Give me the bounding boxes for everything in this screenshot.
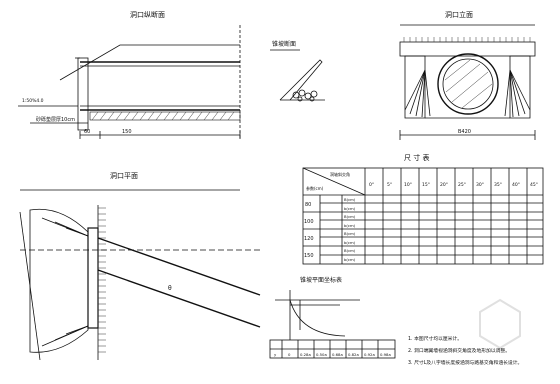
cone-plan-cell: 0.50a: [316, 352, 327, 357]
dimension-table-title: 尺 寸 表: [404, 153, 429, 162]
elevation-view: 洞口立面 B420: [399, 10, 536, 140]
cone-rubble: [292, 89, 318, 102]
param-label: b(cm): [344, 240, 356, 245]
cone-plan-cell: 0.92a: [364, 352, 375, 357]
right-cone-fan: [504, 69, 531, 118]
cone-plan-cell: 0: [288, 352, 291, 357]
plan-headwall: [87, 227, 99, 329]
cone-plan-cols: [281, 340, 379, 358]
note-item: 2. 洞口端翼墙视涵洞斜交角度及地形加以调整。: [408, 347, 510, 354]
param-label: b(cm): [344, 223, 356, 228]
plan-embankment-hatch: [97, 205, 106, 360]
param-label: B(cm): [344, 248, 356, 253]
diameter-label: 120: [304, 236, 314, 242]
param-label: B(cm): [344, 214, 356, 219]
note-item: 3. 尺寸L及八字墙长度按涵洞与路基交角和涵长设计。: [408, 359, 522, 366]
cone-plan-cell: 0.98a: [380, 352, 391, 357]
dimension-table: 尺 寸 表 参数(cm) 洞轴斜交角 0° 5° 10° 15° 20°: [302, 153, 544, 265]
plan-fan-lines: [41, 217, 89, 347]
cone-section: 锥坡断面: [270, 40, 325, 102]
plan-title: 洞口平面: [110, 171, 138, 180]
angle-header: 0°: [369, 182, 374, 188]
param-label: b(cm): [344, 206, 356, 211]
param-label: b(cm): [344, 257, 356, 262]
plan-pipe-bottom: [97, 269, 261, 328]
dim-a: 60: [84, 129, 90, 135]
diameter-label: 150: [304, 253, 314, 259]
cone-plan-cells: y 0 0.28a 0.50a 0.68a 0.82a 0.92a 0.98a: [274, 352, 391, 357]
elevation-width-label: B420: [458, 129, 471, 135]
angle-header: 45°: [530, 182, 538, 188]
dimension-table-frame: [302, 167, 544, 265]
dim-b: 150: [122, 129, 132, 135]
diameter-label: 80: [305, 202, 311, 208]
diameter-label: 100: [304, 219, 314, 225]
road-hatch: [403, 37, 531, 42]
cone-plan-curve: [289, 299, 346, 337]
plan-view: 洞口平面 θ: [19, 171, 261, 361]
cone-plan-cell: 0.82a: [348, 352, 359, 357]
cone-slope: [279, 59, 323, 101]
pipe-inner-circle: [442, 58, 494, 110]
cone-section-title: 锥坡断面: [272, 40, 296, 48]
angle-header: 20°: [440, 182, 448, 188]
angle-header: 35°: [494, 182, 502, 188]
angle-header: 10°: [404, 182, 412, 188]
plan-angle-label: θ: [168, 285, 172, 292]
dim-table-row-label: 参数(cm): [306, 185, 324, 191]
pipe-outer-circle: [437, 53, 499, 115]
cone-plan-title: 锥坡平面坐标表: [300, 276, 342, 284]
plan-road-edge: [19, 211, 41, 361]
bedding-hatch: [91, 111, 235, 121]
watermark: [479, 298, 521, 350]
cone-plan-cell: 0.68a: [332, 352, 343, 357]
dim-table-rows: [303, 202, 543, 256]
angle-header: 40°: [512, 182, 520, 188]
pipe-hatch: [444, 59, 493, 109]
cone-plan-cell: 0.28a: [300, 352, 311, 357]
note-item: 1. 本图尺寸均以厘米计。: [408, 335, 462, 342]
param-label: B(cm): [344, 231, 356, 236]
angle-header: 15°: [422, 182, 430, 188]
dim-table-diameters: 80 100 120 150: [304, 202, 314, 259]
road-surface: [399, 41, 536, 57]
left-cone-fan: [404, 69, 431, 118]
elevation-title: 洞口立面: [445, 10, 473, 19]
angle-header: 5°: [387, 182, 392, 188]
bedding-label: 砂砾垫层厚10cm: [36, 116, 75, 123]
param-label: B(cm): [344, 197, 356, 202]
right-wing-wall: [509, 55, 531, 119]
longitudinal-section: 洞口纵断面 1:50%4.0 砂砾垫层厚10cm 60 150: [18, 10, 241, 140]
longitudinal-section-title: 洞口纵断面: [130, 10, 165, 19]
cone-plan-table: 锥坡平面坐标表 y 0 0.28a 0.50a 0.68a 0.82a 0.92…: [269, 276, 396, 359]
notes: 1. 本图尺寸均以厘米计。 2. 洞口端翼墙视涵洞斜交角度及地形加以调整。 3.…: [408, 335, 522, 366]
angle-header: 25°: [458, 182, 466, 188]
dim-table-diagonal: [302, 167, 366, 196]
embankment-outline: [59, 44, 240, 81]
dim-table-param-labels: B(cm) b(cm) B(cm) b(cm) B(cm) b(cm) B(cm…: [344, 197, 356, 262]
angle-header: 30°: [476, 182, 484, 188]
slope-label: 1:50%4.0: [22, 98, 44, 104]
dim-table-angle-label: 洞轴斜交角: [330, 171, 350, 177]
plan-pipe-top: [97, 237, 261, 296]
dim-table-angles: 0° 5° 10° 15° 20° 25° 30° 35° 40° 45°: [369, 182, 538, 188]
cone-plan-cell: y: [274, 352, 277, 357]
headwall: [77, 57, 89, 131]
dim-table-cols: [319, 168, 528, 264]
plan-wing-flare: [29, 208, 89, 353]
